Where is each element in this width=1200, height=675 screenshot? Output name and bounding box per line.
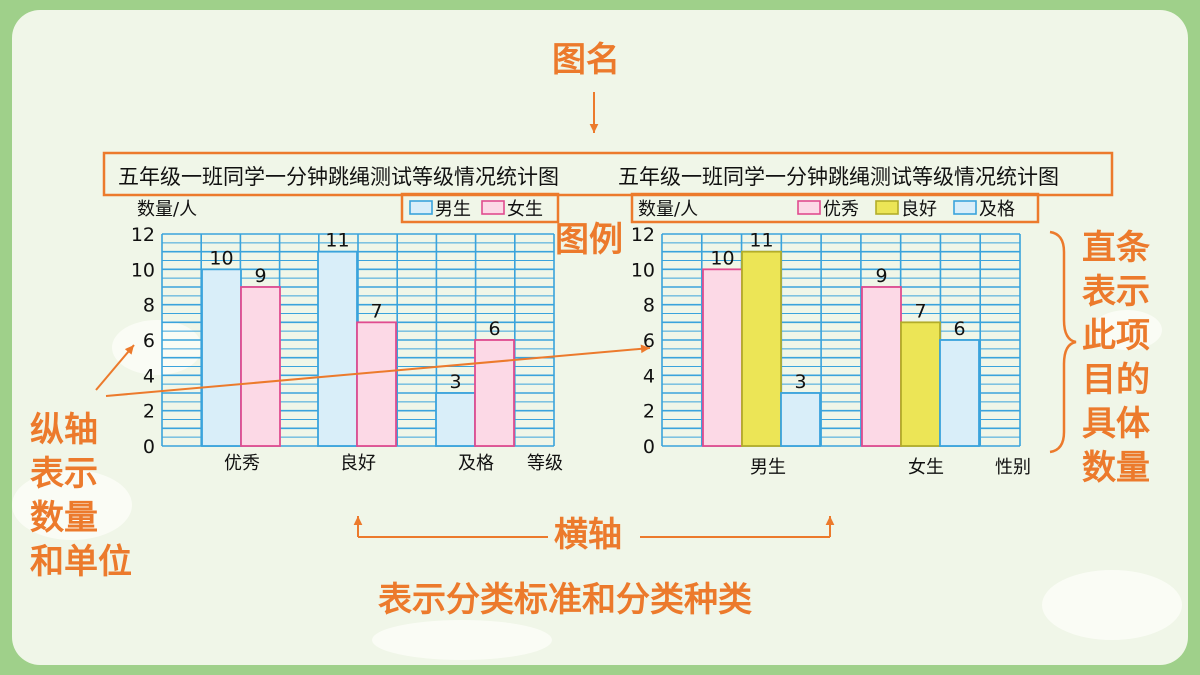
yaxis-note-line: 纵轴	[30, 410, 98, 450]
annotation-overlay	[95, 92, 1114, 538]
bar-及格-女生	[474, 339, 515, 447]
bar-优秀-男生	[201, 268, 242, 447]
bar-优秀-女生	[240, 286, 281, 447]
cloud-decoration	[12, 470, 132, 540]
bar-良好-男生	[317, 250, 358, 447]
bar-brace	[1049, 230, 1077, 454]
data-label: 10	[710, 247, 734, 269]
y-tick-label: 4	[643, 365, 655, 387]
bar-note: 直条表示此项目的具体数量	[1082, 226, 1150, 490]
yaxis-note-line: 数量	[30, 498, 98, 538]
data-label: 6	[488, 318, 500, 340]
data-label: 7	[914, 300, 926, 322]
yaxis-arrow-left	[95, 344, 135, 391]
chart-title: 五年级一班同学一分钟跳绳测试等级情况统计图	[618, 165, 1059, 189]
bar-note-line: 目的	[1082, 360, 1150, 400]
bar-男生-优秀	[702, 268, 743, 447]
yaxis-arrow-left-head	[124, 345, 134, 355]
xaxis-arrow-right-head	[825, 516, 835, 526]
cloud-decoration	[1042, 570, 1182, 640]
x-tick-label: 及格	[458, 453, 494, 474]
x-tick-label: 优秀	[224, 453, 260, 474]
data-label: 10	[209, 247, 233, 269]
y-tick-label: 0	[643, 436, 655, 458]
legend-swatch	[797, 200, 821, 215]
y-tick-label: 10	[631, 259, 655, 281]
data-label: 6	[953, 318, 965, 340]
data-label: 3	[794, 371, 806, 393]
yaxis-note-line: 和单位	[30, 542, 132, 582]
data-label: 7	[370, 300, 382, 322]
xaxis-annotation: 横轴	[554, 515, 622, 555]
yaxis-arrow-right	[105, 347, 651, 397]
y-tick-label: 8	[643, 295, 655, 317]
chart-by-gender: 五年级一班同学一分钟跳绳测试等级情况统计图 0 2 4 6 8 10 12 数量/人 10 11 3 男…	[618, 165, 1059, 478]
x-axis-label: 性别	[995, 457, 1031, 478]
yaxis-note: 纵轴表示数量和单位	[30, 408, 132, 584]
bar-note-line: 具体	[1082, 404, 1150, 444]
x-tick-label: 良好	[340, 453, 376, 474]
legend-annotation: 图例	[555, 220, 623, 260]
bar-note-line: 直条	[1082, 228, 1150, 268]
x-axis-label: 等级	[527, 453, 563, 474]
y-tick-label: 0	[143, 436, 155, 458]
legend-label: 女生	[507, 199, 543, 220]
bar-note-line: 此项	[1082, 316, 1150, 356]
title-frame	[102, 151, 1114, 197]
legend-label: 优秀	[823, 199, 859, 220]
legend-swatch	[481, 200, 505, 215]
legend-swatch	[875, 200, 899, 215]
data-label: 11	[325, 230, 349, 252]
y-tick-label: 8	[143, 295, 155, 317]
cloud-decoration	[112, 320, 202, 375]
cloud-decoration	[1092, 310, 1162, 350]
bar-良好-女生	[356, 321, 397, 447]
data-label: 9	[875, 265, 887, 287]
bar-note-line: 表示	[1082, 272, 1150, 312]
y-tick-label: 10	[131, 259, 155, 281]
data-label: 11	[749, 230, 773, 252]
y-axis-label: 数量/人	[137, 199, 197, 220]
chart-by-grade: 五年级一班同学一分钟跳绳测试等级情况统计图 0 2 4 6 8 10 12 数量/人 10 9 优秀 1…	[118, 165, 563, 474]
bar-女生-优秀	[861, 286, 902, 447]
xaxis-note: 表示分类标准和分类种类	[378, 580, 752, 620]
chart-title: 五年级一班同学一分钟跳绳测试等级情况统计图	[118, 165, 559, 189]
legend-swatch	[409, 200, 433, 215]
xaxis-arrow-left-head	[353, 516, 363, 526]
legend-label: 及格	[979, 199, 1015, 220]
data-label: 9	[254, 265, 266, 287]
legend-label: 男生	[435, 199, 471, 220]
bar-男生-及格	[780, 392, 821, 447]
title-annotation: 图名	[552, 40, 620, 80]
y-tick-label: 12	[631, 224, 655, 246]
cloud-decoration	[372, 620, 552, 660]
y-tick-label: 2	[143, 401, 155, 423]
yaxis-arrow-right-head	[640, 344, 650, 354]
bar-女生-及格	[939, 339, 980, 447]
legend-label: 良好	[901, 199, 937, 220]
x-tick-label: 女生	[908, 457, 944, 478]
data-label: 3	[449, 371, 461, 393]
y-axis-label: 数量/人	[638, 199, 698, 220]
bar-note-line: 数量	[1082, 448, 1150, 488]
title-arrow-head	[589, 123, 599, 133]
y-tick-label: 4	[143, 365, 155, 387]
y-tick-label: 12	[131, 224, 155, 246]
bar-女生-良好	[900, 321, 941, 447]
y-tick-label: 6	[143, 330, 155, 352]
x-tick-label: 男生	[750, 457, 786, 478]
yaxis-note-line: 表示	[30, 454, 98, 494]
bar-及格-男生	[435, 392, 476, 447]
y-tick-label: 2	[643, 401, 655, 423]
legend-swatch	[953, 200, 977, 215]
bar-男生-良好	[741, 250, 782, 447]
